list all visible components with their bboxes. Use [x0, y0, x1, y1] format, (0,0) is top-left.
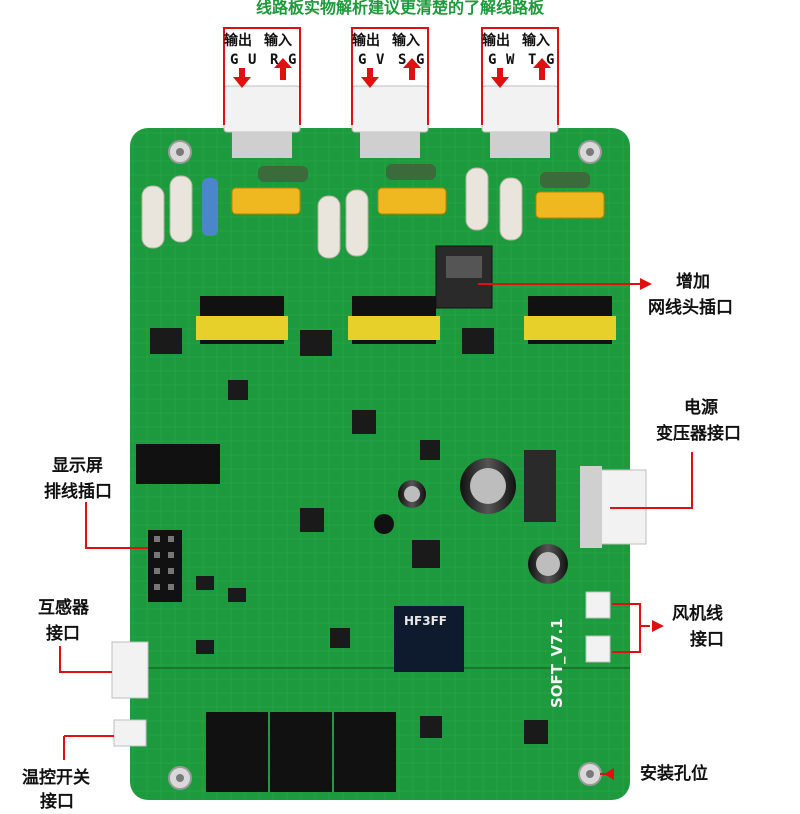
connector-1-output-label: 输出: [224, 33, 252, 49]
display-label-line2: 排线插口: [44, 482, 112, 502]
connector-2-output-label: 输出: [352, 33, 380, 49]
connector-2-pin: V: [376, 52, 385, 68]
ct-label-line1: 互感器: [38, 598, 89, 618]
relay: [394, 606, 464, 672]
connector-3-input-label: 输入: [522, 33, 550, 49]
connector-2-pin: G: [358, 52, 367, 68]
relay-marking: HF3FF: [404, 614, 447, 628]
ct-label-line2: 接口: [46, 624, 80, 644]
network-port-label-line1: 增加: [676, 272, 710, 292]
display-label-line1: 显示屏: [52, 456, 103, 476]
connector-1-pin: G: [230, 52, 239, 68]
thermostat-label-line2: 接口: [40, 792, 74, 812]
ct-connector: [111, 641, 149, 699]
transformer-label-line2: 变压器接口: [656, 424, 741, 444]
fan-connector: [585, 591, 611, 619]
board-version-silkscreen: SOFT_V7.1: [548, 618, 566, 708]
connector-3-pin: G: [546, 52, 555, 68]
connector-3-pin: T: [528, 52, 537, 68]
connector-3-pin: G: [488, 52, 497, 68]
connector-1-pin: R: [270, 52, 279, 68]
network-port-label-line2: 网线头插口: [648, 298, 733, 318]
page-title: 线路板实物解析建议更清楚的了解线路板: [255, 0, 544, 17]
connector-3-output-label: 输出: [482, 33, 510, 49]
transformer: [196, 296, 616, 344]
connector-1-pin: G: [288, 52, 297, 68]
fan-label-line1: 风机线: [672, 604, 723, 624]
connector-2-input-label: 输入: [392, 33, 420, 49]
fan-label-line2: 接口: [690, 630, 724, 650]
bottom-relay: [206, 712, 396, 792]
connector-2-pin: G: [416, 52, 425, 68]
connector-2-pin: S: [398, 52, 407, 68]
mounting-hole: [168, 140, 602, 790]
connector-1-input-label: 输入: [264, 33, 292, 49]
connector-3-pin: W: [506, 52, 515, 68]
transformer-label-line1: 电源: [684, 398, 718, 418]
display-header: [148, 530, 182, 602]
top-connector: [223, 85, 559, 133]
connector-1-pin: U: [248, 52, 257, 68]
mounting-label: 安装孔位: [640, 764, 708, 784]
thermostat-connector: [113, 719, 147, 747]
thermostat-label-line1: 温控开关: [22, 768, 90, 788]
